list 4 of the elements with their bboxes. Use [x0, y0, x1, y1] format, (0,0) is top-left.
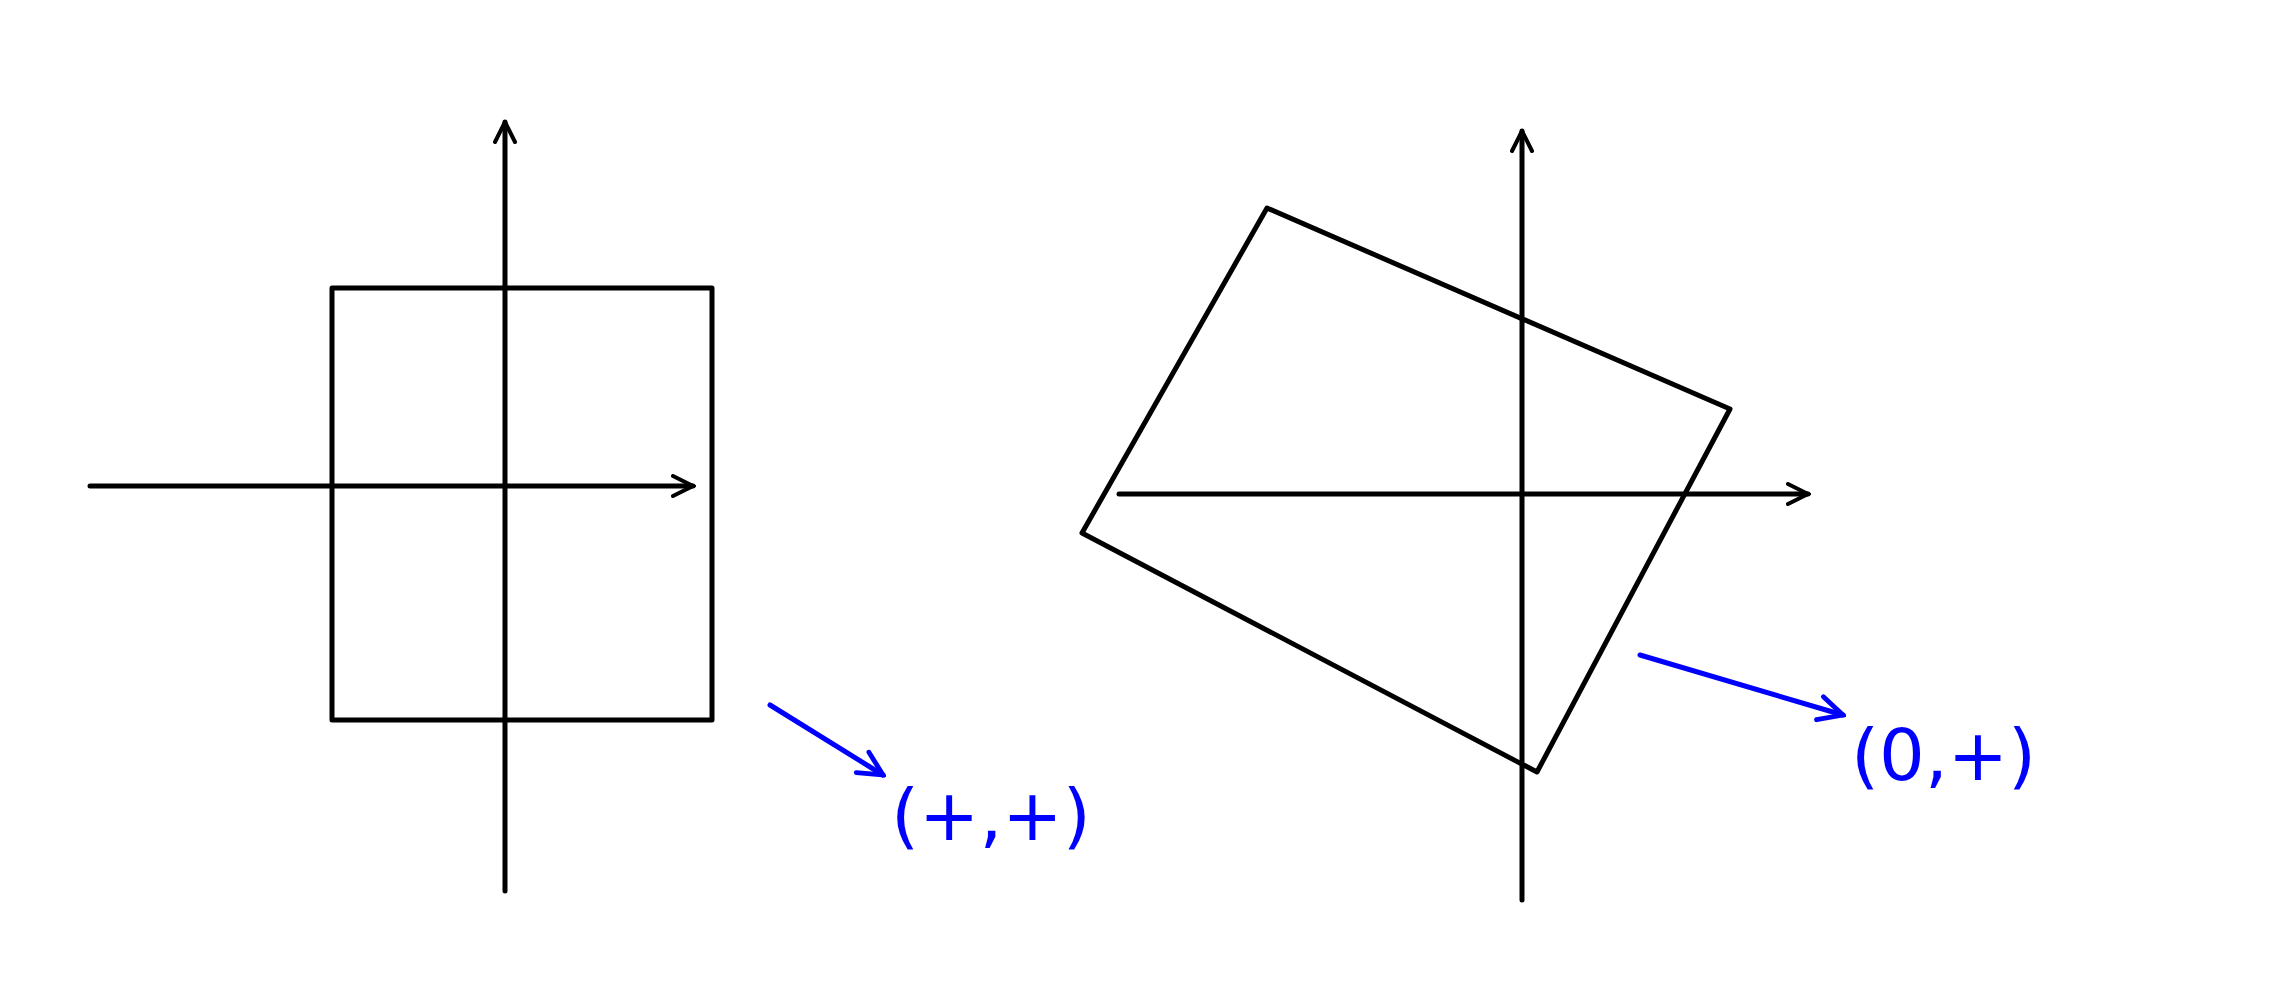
arrow — [1637, 652, 1846, 723]
sign-label: (0,+) — [1845, 715, 2043, 795]
sign-label: (+,+) — [885, 775, 1097, 855]
arrow — [767, 702, 886, 778]
